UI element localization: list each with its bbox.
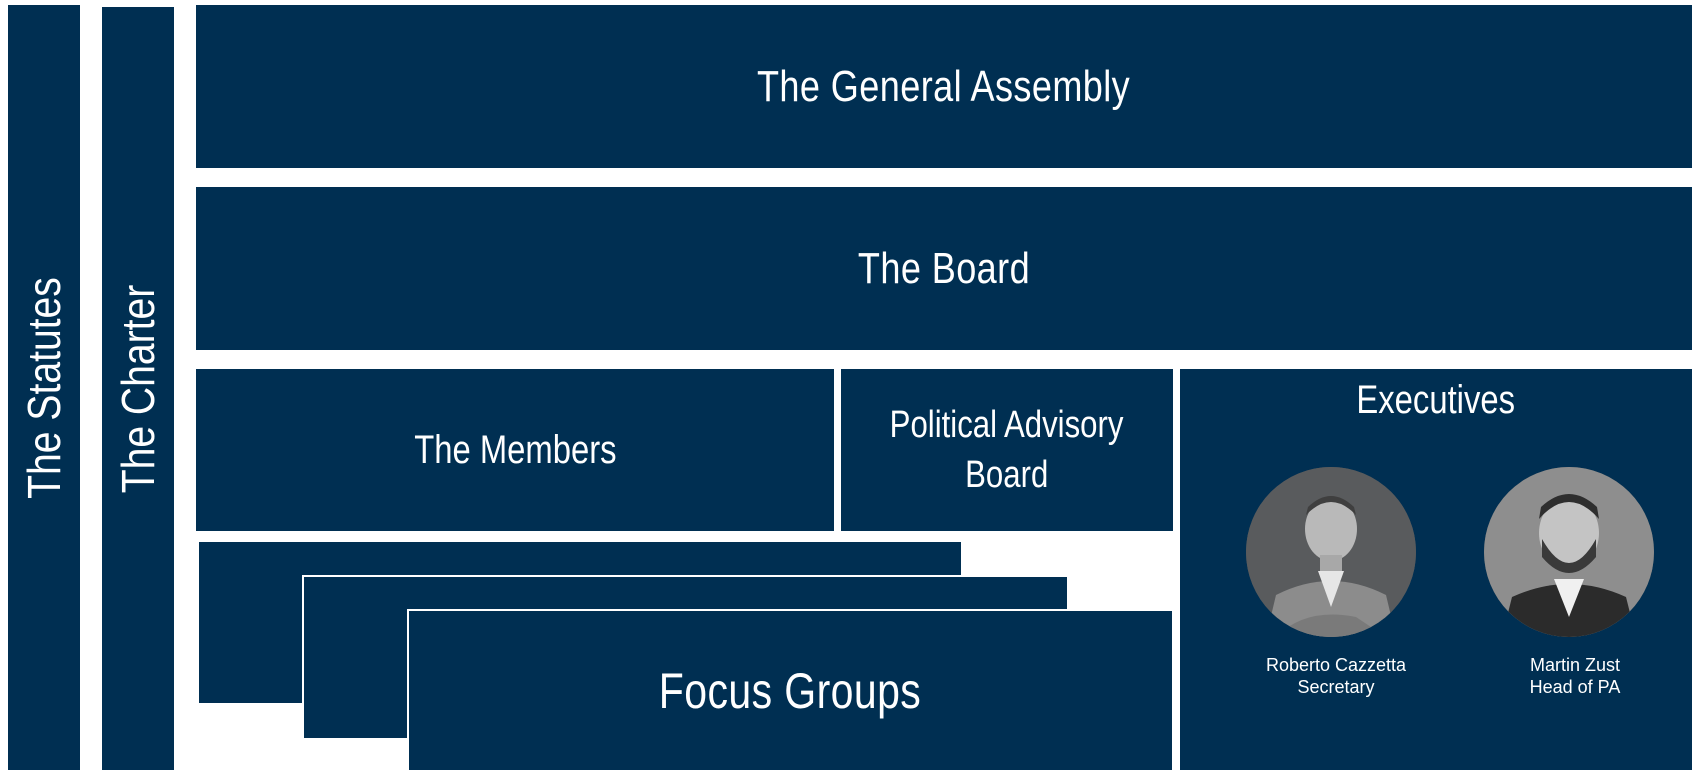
board-box: The Board bbox=[196, 187, 1692, 350]
general-assembly-box: The General Assembly bbox=[196, 5, 1692, 168]
members-box: The Members bbox=[196, 369, 834, 531]
portrait-martin-zust bbox=[1484, 467, 1654, 637]
political-advisory-board-label-line2: Board bbox=[965, 454, 1049, 496]
board-label: The Board bbox=[857, 243, 1031, 293]
charter-box: The Charter bbox=[102, 7, 174, 770]
members-label: The Members bbox=[413, 427, 617, 472]
political-advisory-board-label-line1: Political Advisory bbox=[890, 404, 1124, 446]
person-caption-roberto: Roberto Cazzetta Secretary bbox=[1236, 654, 1436, 698]
person-name: Martin Zust bbox=[1529, 655, 1621, 675]
focus-groups-box: Focus Groups bbox=[407, 609, 1172, 770]
portrait-martin-zust-image bbox=[1484, 467, 1654, 637]
focus-groups-label: Focus Groups bbox=[659, 662, 922, 719]
statutes-box: The Statutes bbox=[8, 5, 80, 770]
political-advisory-board-box: Political Advisory Board bbox=[841, 369, 1173, 531]
person-caption-martin: Martin Zust Head of PA bbox=[1475, 654, 1675, 698]
person-role: Secretary bbox=[1297, 677, 1375, 697]
charter-label: The Charter bbox=[112, 284, 164, 493]
executives-title-wrap: Executives bbox=[1180, 378, 1692, 423]
person-name: Roberto Cazzetta bbox=[1265, 655, 1407, 675]
person-role: Head of PA bbox=[1529, 677, 1621, 697]
portrait-roberto-cazzetta bbox=[1246, 467, 1416, 637]
portrait-roberto-cazzetta-image bbox=[1246, 467, 1416, 637]
general-assembly-label: The General Assembly bbox=[757, 61, 1131, 111]
executives-title: Executives bbox=[1356, 378, 1516, 422]
statutes-label: The Statutes bbox=[18, 276, 70, 499]
